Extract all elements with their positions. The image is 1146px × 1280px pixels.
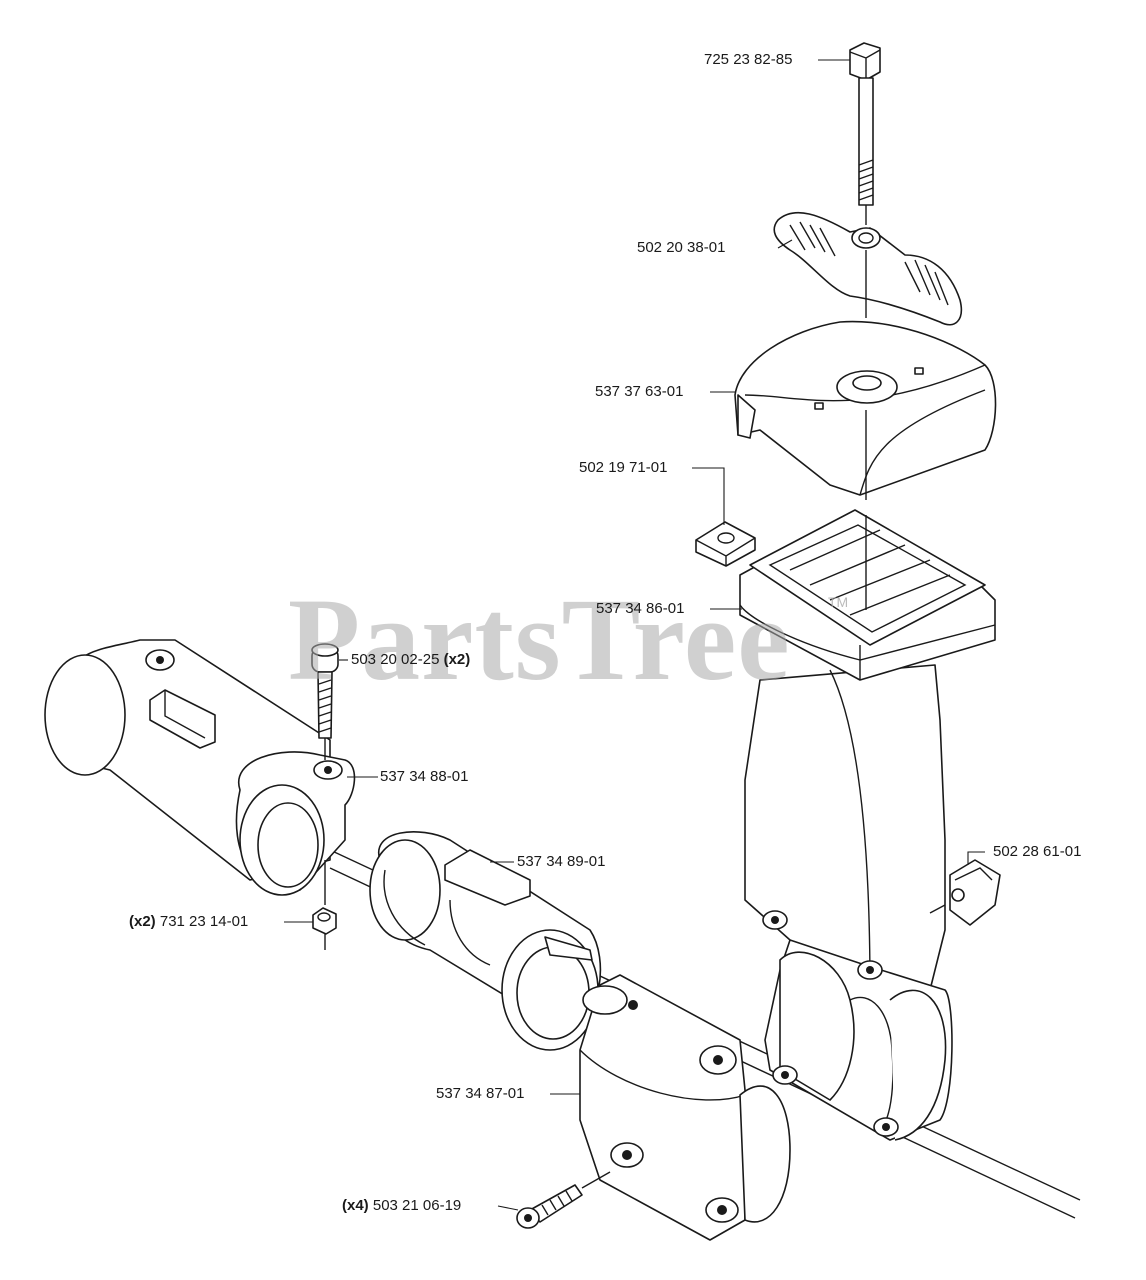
handle-bracket-part (740, 510, 995, 1140)
part-number: 503 21 06-19 (372, 1197, 462, 1214)
part-label-sleeve[interactable]: 537 34 89-01 (517, 853, 605, 871)
clip-part (930, 860, 1000, 925)
leader-lines (284, 60, 985, 1210)
part-label-tube-clamp[interactable]: 537 34 87-01 (436, 1085, 524, 1103)
watermark-logo: PartsTree (288, 574, 791, 705)
part-label-clip[interactable]: 502 28 61-01 (993, 843, 1081, 861)
part-label-wing-knob[interactable]: 502 20 38-01 (637, 239, 725, 257)
cover-part (735, 322, 996, 495)
part-qty: (x2) (443, 651, 471, 668)
part-label-small-nut[interactable]: (x2) 731 23 14-01 (129, 913, 248, 931)
sleeve-part (370, 832, 600, 1050)
clamp-part (236, 752, 354, 895)
part-number: 731 23 14-01 (159, 913, 249, 930)
part-number: 502 28 61-01 (993, 843, 1082, 860)
part-number: 537 34 88-01 (380, 768, 469, 785)
part-number: 503 20 02-25 (351, 651, 440, 668)
hex-bolt-part (850, 43, 880, 610)
part-label-clamp[interactable]: 537 34 88-01 (380, 768, 468, 786)
part-label-handle-bracket[interactable]: 537 34 86-01 (596, 600, 684, 618)
part-number: 537 34 87-01 (436, 1085, 525, 1102)
part-number: 537 37 63-01 (595, 383, 684, 400)
socket-screw-part (312, 644, 338, 905)
part-label-socket-screw[interactable]: 503 20 02-25 (x2) (351, 651, 470, 669)
small-nut-part (313, 908, 336, 950)
part-label-bolt-top[interactable]: 725 23 82-85 (704, 51, 792, 69)
watermark-trademark: TM (828, 594, 849, 610)
part-label-flange-screw[interactable]: (x4) 503 21 06-19 (342, 1197, 461, 1215)
part-qty: (x2) (129, 913, 156, 930)
wing-knob-part (774, 213, 961, 325)
part-number: 502 19 71-01 (579, 459, 668, 476)
tube-clamp-part (580, 975, 790, 1240)
part-qty: (x4) (342, 1197, 369, 1214)
part-label-square-nut[interactable]: 502 19 71-01 (579, 459, 667, 477)
part-number: 537 34 86-01 (596, 600, 685, 617)
square-nut-part (696, 522, 755, 566)
part-label-cover[interactable]: 537 37 63-01 (595, 383, 683, 401)
part-number: 502 20 38-01 (637, 239, 726, 256)
part-number: 537 34 89-01 (517, 853, 606, 870)
flange-screw-part (517, 1172, 610, 1228)
part-number: 725 23 82-85 (704, 51, 793, 68)
